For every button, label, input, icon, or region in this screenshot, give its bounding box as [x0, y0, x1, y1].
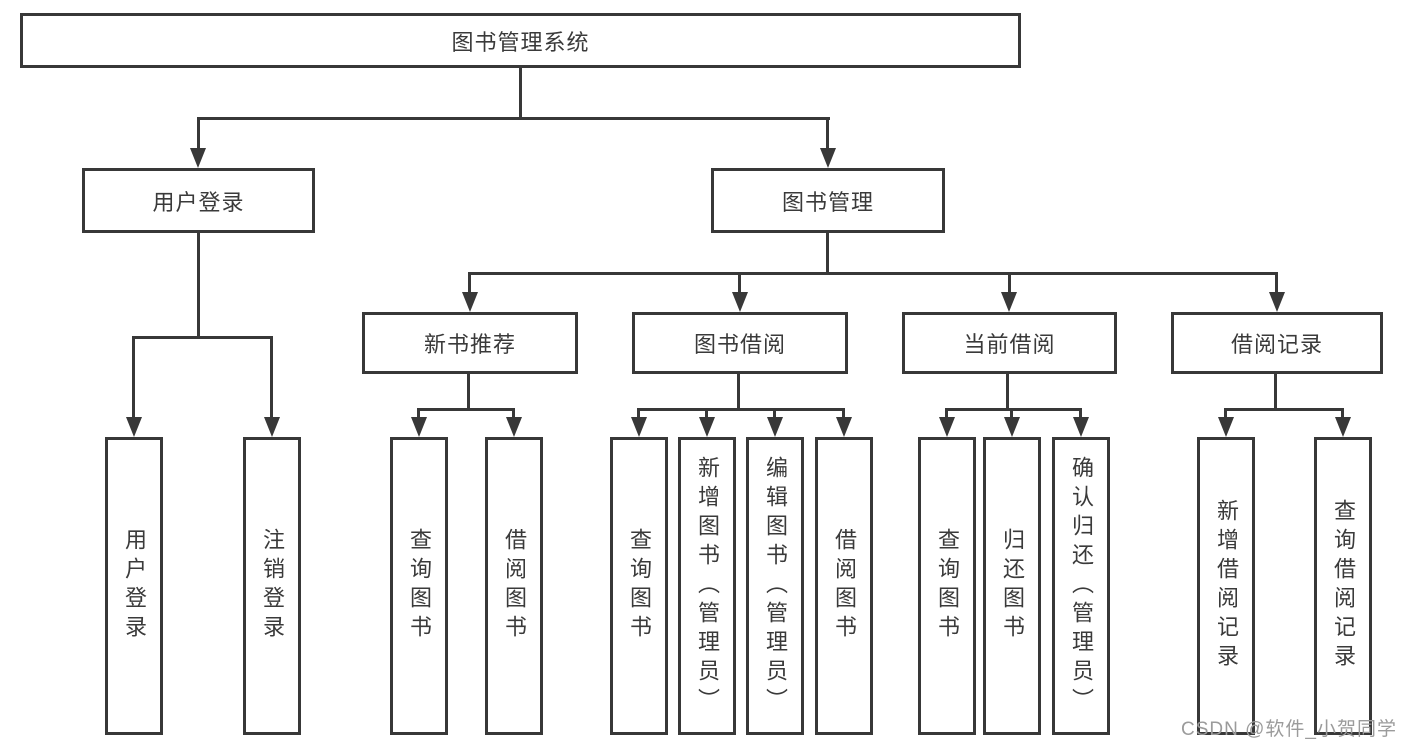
arrow-down-icon — [506, 417, 522, 437]
arrow-down-icon — [1218, 417, 1234, 437]
arrow-down-icon — [462, 292, 478, 312]
arrow-down-icon — [190, 148, 206, 168]
leaf-add-borrow-record: 新增借阅记录 — [1197, 437, 1255, 735]
connector-line — [1224, 408, 1344, 411]
arrow-down-icon — [732, 292, 748, 312]
connector-line — [467, 374, 470, 411]
leaf-label: 查询借阅记录 — [1331, 499, 1356, 673]
leaf-label: 新增图书（管理员） — [695, 455, 720, 717]
leaf-borrow-books: 借阅图书 — [815, 437, 873, 735]
connector-line — [737, 374, 740, 411]
connector-line — [1010, 408, 1013, 423]
leaf-borrow-books-recommend: 借阅图书 — [485, 437, 543, 735]
node-label: 新书推荐 — [423, 332, 516, 357]
leaf-query-books-current: 查询图书 — [918, 437, 976, 735]
node-label: 图书管理 — [781, 189, 874, 215]
node-borrowing-records: 借阅记录 — [1171, 312, 1383, 374]
node-label: 当前借阅 — [963, 332, 1056, 357]
arrow-down-icon — [767, 417, 783, 437]
node-label: 图书借阅 — [693, 332, 786, 357]
connector-line — [512, 408, 515, 423]
connector-line — [270, 336, 273, 421]
arrow-down-icon — [411, 417, 427, 437]
leaf-return-books: 归还图书 — [983, 437, 1041, 735]
leaf-label: 查询图书 — [407, 528, 432, 644]
connector-line — [637, 408, 640, 423]
leaf-query-borrow-record: 查询借阅记录 — [1314, 437, 1372, 735]
leaf-logout: 注销登录 — [243, 437, 301, 735]
connector-line — [132, 336, 273, 339]
leaf-label: 归还图书 — [1000, 528, 1025, 644]
arrow-down-icon — [836, 417, 852, 437]
connector-line — [773, 408, 776, 423]
node-label: 用户登录 — [152, 189, 245, 215]
node-user-login: 用户登录 — [82, 168, 315, 233]
arrow-down-icon — [126, 417, 142, 437]
connector-line — [826, 233, 829, 275]
node-current-borrowing: 当前借阅 — [902, 312, 1117, 374]
arrow-down-icon — [631, 417, 647, 437]
node-book-borrowing: 图书借阅 — [632, 312, 848, 374]
connector-line — [417, 408, 515, 411]
node-library-management-system: 图书管理系统 — [20, 13, 1021, 68]
node-label: 图书管理系统 — [451, 29, 590, 55]
arrow-down-icon — [264, 417, 280, 437]
connector-line — [1224, 408, 1227, 423]
leaf-user-login: 用户登录 — [105, 437, 163, 735]
arrow-down-icon — [1001, 292, 1017, 312]
node-label: 借阅记录 — [1230, 332, 1323, 357]
connector-line — [1274, 374, 1277, 411]
connector-line — [417, 408, 420, 423]
connector-line — [197, 117, 200, 152]
connector-line — [738, 272, 741, 296]
connector-line — [197, 117, 830, 120]
leaf-label: 借阅图书 — [502, 528, 527, 644]
leaf-edit-book-admin: 编辑图书（管理员） — [746, 437, 804, 735]
arrow-down-icon — [939, 417, 955, 437]
leaf-confirm-return-admin: 确认归还（管理员） — [1052, 437, 1110, 735]
arrow-down-icon — [699, 417, 715, 437]
connector-line — [637, 408, 845, 411]
connector-line — [1006, 374, 1009, 411]
connector-line — [132, 336, 135, 421]
node-book-management: 图书管理 — [711, 168, 945, 233]
connector-line — [1008, 272, 1011, 296]
leaf-label: 用户登录 — [122, 528, 147, 644]
leaf-label: 查询图书 — [627, 528, 652, 644]
arrow-down-icon — [1073, 417, 1089, 437]
arrow-down-icon — [1269, 292, 1285, 312]
arrow-down-icon — [1004, 417, 1020, 437]
connector-line — [826, 117, 829, 152]
connector-line — [945, 408, 1082, 411]
leaf-label: 查询图书 — [935, 528, 960, 644]
leaf-query-books-recommend: 查询图书 — [390, 437, 448, 735]
leaf-label: 编辑图书（管理员） — [763, 455, 788, 717]
watermark: CSDN @软件_小贺同学 — [1181, 719, 1397, 740]
arrow-down-icon — [1335, 417, 1351, 437]
leaf-add-book-admin: 新增图书（管理员） — [678, 437, 736, 735]
connector-line — [197, 233, 200, 339]
connector-line — [468, 272, 471, 296]
connector-line — [519, 68, 522, 120]
leaf-label: 借阅图书 — [832, 528, 857, 644]
connector-line — [945, 408, 948, 423]
connector-line — [705, 408, 708, 423]
leaf-label: 新增借阅记录 — [1214, 499, 1239, 673]
connector-line — [842, 408, 845, 423]
connector-line — [1275, 272, 1278, 296]
node-new-book-recommendation: 新书推荐 — [362, 312, 578, 374]
connector-line — [468, 272, 1278, 275]
arrow-down-icon — [820, 148, 836, 168]
connector-line — [1341, 408, 1344, 423]
connector-line — [1079, 408, 1082, 423]
leaf-query-books-borrow: 查询图书 — [610, 437, 668, 735]
leaf-label: 注销登录 — [260, 528, 285, 644]
leaf-label: 确认归还（管理员） — [1069, 455, 1094, 717]
